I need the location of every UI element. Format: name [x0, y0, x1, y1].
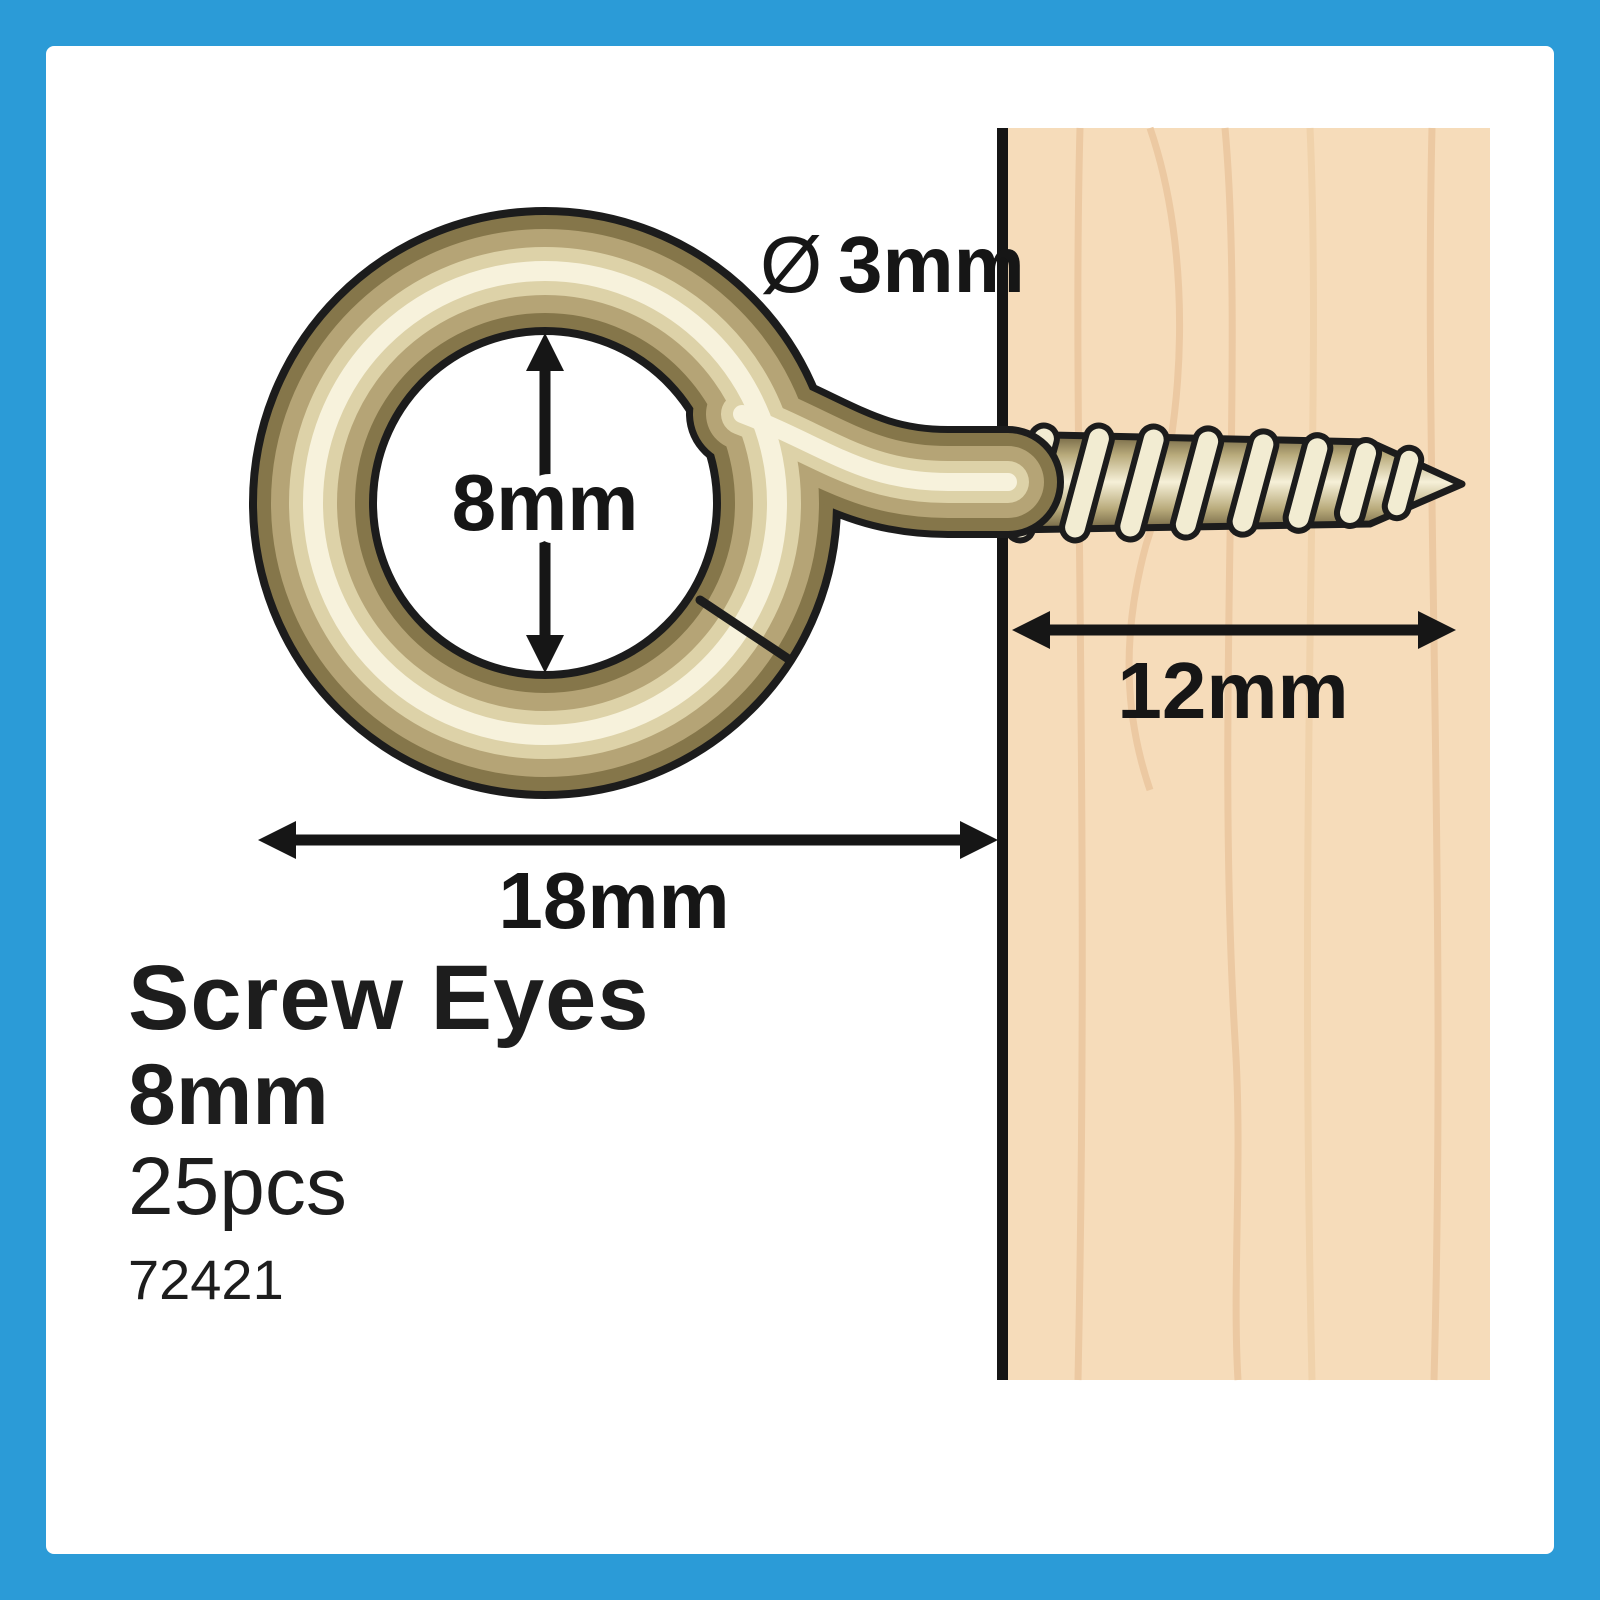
dimension-label-overall-width: 18mm	[498, 856, 729, 945]
thread-ridge	[1169, 425, 1225, 541]
wood-grain	[1074, 126, 1442, 1381]
product-size: 8mm	[128, 1047, 329, 1143]
thread-ridge	[1114, 423, 1170, 543]
dimension-label-wire-diameter-value: 3mm	[838, 220, 1025, 309]
thread-ridge	[1282, 432, 1334, 534]
product-code: 72421	[128, 1248, 284, 1311]
product-title: Screw Eyes	[128, 947, 650, 1049]
dimension-label-thread-length: 12mm	[1117, 646, 1348, 735]
wire-cut-mark	[695, 595, 795, 665]
dimension-arrow-8mm	[526, 333, 564, 673]
thread-ridge	[1333, 437, 1383, 529]
eye-loop	[249, 207, 1064, 799]
product-quantity: 25pcs	[128, 1141, 347, 1232]
thread-ridge	[1381, 444, 1425, 522]
wood-edge-line	[997, 128, 1008, 1380]
dimension-label-inner-diameter: 8mm	[452, 458, 639, 547]
dimension-label-wire-diameter: Ø 3mm	[760, 220, 1025, 309]
thread-ridge	[1226, 428, 1280, 538]
dimension-arrow-12mm	[1012, 611, 1456, 649]
diameter-symbol: Ø	[760, 220, 822, 309]
wood-panel	[997, 126, 1490, 1381]
thread-ridge	[1059, 422, 1115, 544]
dimension-arrow-18mm	[258, 821, 998, 859]
